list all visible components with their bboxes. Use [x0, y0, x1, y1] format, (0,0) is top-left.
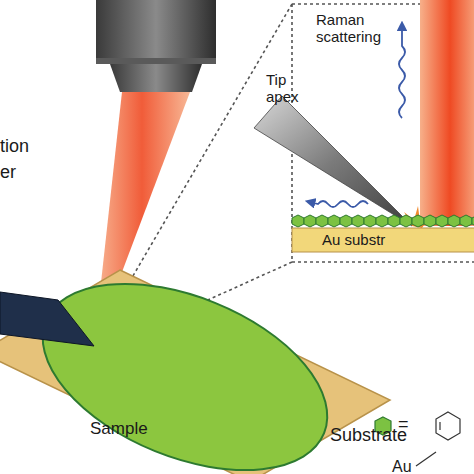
cantilever-tip	[0, 292, 94, 346]
node-label: Sample	[90, 420, 148, 439]
molecule-layer	[292, 215, 474, 227]
raman-wave	[399, 26, 405, 118]
node-label: Au substr	[322, 232, 385, 249]
molecule	[352, 215, 364, 227]
objective-lens	[96, 0, 216, 92]
molecule	[316, 215, 328, 227]
molecule	[460, 215, 472, 227]
molecule	[364, 215, 376, 227]
inset-laser-beam	[420, 0, 474, 226]
annotation-label: Tip apex	[266, 72, 306, 106]
substrate-plate: Sample Substrate	[0, 262, 474, 474]
molecule	[400, 215, 412, 227]
molecule-structure	[416, 412, 460, 466]
au-substrate-band: Au substr	[292, 228, 474, 252]
molecule	[448, 215, 460, 227]
molecule	[376, 215, 388, 227]
molecule	[424, 215, 436, 227]
molecule	[472, 215, 474, 227]
molecule	[412, 215, 424, 227]
tip-cone	[254, 96, 412, 226]
molecule	[292, 215, 304, 227]
molecule	[328, 215, 340, 227]
sample-region: Sample	[20, 282, 340, 472]
annotation-label: Au	[392, 458, 422, 474]
molecule	[304, 215, 316, 227]
annotation-label: Raman scattering	[316, 12, 394, 46]
annotation-label: er	[0, 162, 60, 182]
molecule	[340, 215, 352, 227]
molecule	[388, 215, 400, 227]
node-label: Substrate	[330, 426, 407, 446]
propagating-wave	[310, 201, 368, 207]
sample-region-outline	[20, 282, 340, 472]
molecule	[436, 215, 448, 227]
annotation-label: tion	[0, 136, 60, 156]
